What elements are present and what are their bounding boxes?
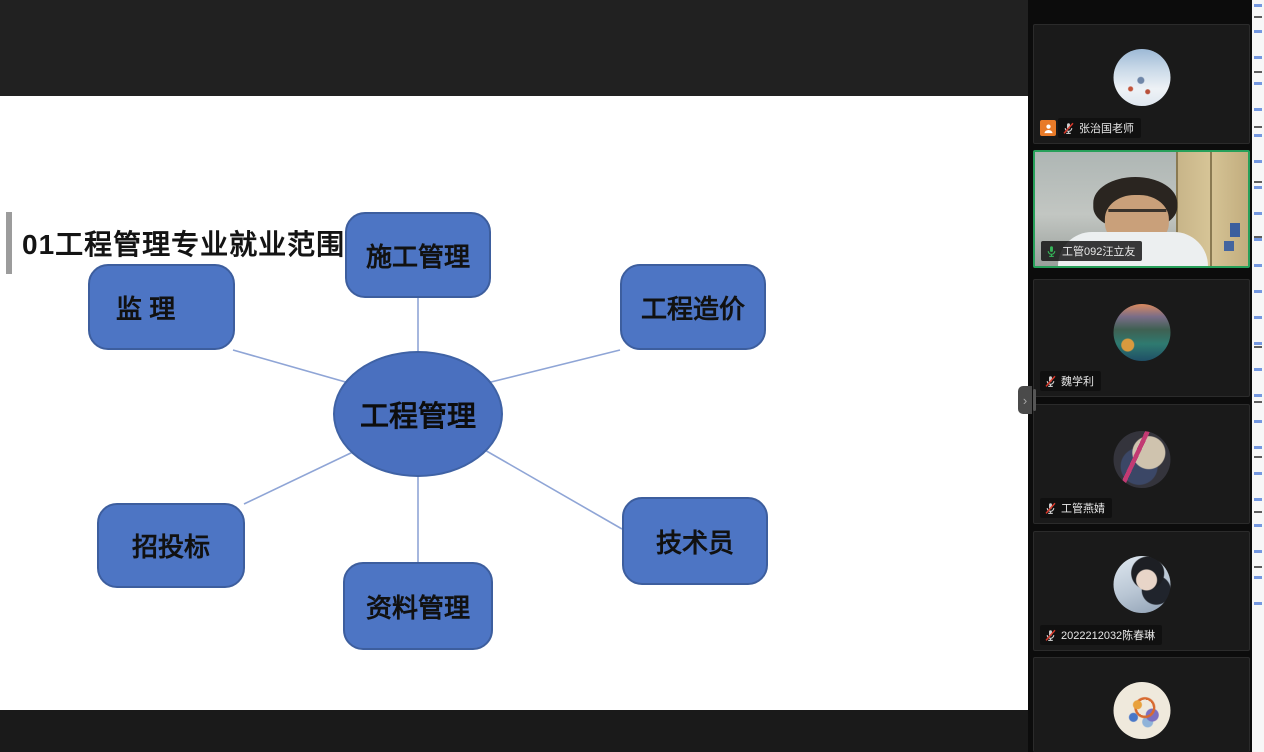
sidebar-handle-bar: [1033, 389, 1036, 411]
mic-on-icon: [1045, 245, 1058, 258]
participant-name: 魏学利: [1061, 376, 1094, 388]
participant-tile[interactable]: 张治国老师: [1033, 24, 1250, 144]
sidebar-collapse-handle[interactable]: ›: [1018, 386, 1032, 414]
wall-item: [1224, 240, 1234, 251]
participant-tile[interactable]: 工管燕婧: [1033, 404, 1250, 524]
participants-sidebar: 张治国老师 工管092汪立友: [1028, 0, 1252, 752]
connector-right-upper: [486, 349, 621, 384]
title-left-bar: [6, 212, 12, 274]
diagram-node-engineering-cost: 工程造价: [620, 264, 766, 350]
participant-tile[interactable]: 魏学利: [1033, 279, 1250, 397]
participant-tile-active-video[interactable]: 工管092汪立友: [1033, 150, 1250, 268]
avatar-mountain-lake: [1113, 304, 1170, 361]
avatar-colorful-doodle: [1113, 682, 1170, 739]
participant-label: 2022212032陈春琳: [1040, 625, 1163, 645]
connector-right-lower: [482, 448, 623, 530]
mic-muted-icon: [1044, 375, 1057, 388]
participant-label: 工管092汪立友: [1041, 241, 1143, 261]
host-person-badge: [1040, 120, 1056, 136]
diagram-node-construction-management: 施工管理: [345, 212, 491, 298]
screen-share-stage: 01工程管理专业就业范围 施工管理 监 理 工程造价 招投标 技术员 资料管理 …: [0, 96, 1028, 752]
participant-name: 张治国老师: [1079, 123, 1134, 135]
diagram-node-document-management: 资料管理: [343, 562, 493, 650]
diagram-node-supervision: 监 理: [88, 264, 235, 350]
avatar-girl-photo: [1113, 556, 1170, 613]
wall-item: [1230, 222, 1240, 237]
diagram-node-bidding: 招投标: [97, 503, 245, 588]
mic-muted-icon: [1044, 502, 1057, 515]
participant-name: 工管燕婧: [1061, 503, 1105, 515]
diagram-center-node: 工程管理: [333, 351, 503, 477]
participant-label: 工管燕婧: [1040, 498, 1112, 518]
participant-tile[interactable]: [1033, 657, 1250, 752]
background-window-sliver: [1252, 0, 1264, 752]
connector-left-upper: [232, 349, 350, 384]
slide-title: 01工程管理专业就业范围: [22, 229, 346, 260]
participant-label: 魏学利: [1040, 371, 1101, 391]
avatar-anime-portrait: [1113, 431, 1170, 488]
diagram-connectors: [232, 298, 623, 562]
tiny-text-fragments: [1254, 4, 1262, 620]
mic-muted-icon: [1044, 629, 1057, 642]
stage-bottom-band: [0, 710, 1028, 752]
connector-left-lower: [243, 450, 356, 505]
participant-name: 工管092汪立友: [1062, 246, 1136, 258]
shared-slide: 01工程管理专业就业范围 施工管理 监 理 工程造价 招投标 技术员 资料管理 …: [0, 96, 1028, 710]
mic-muted-icon: [1062, 122, 1075, 135]
participant-tile[interactable]: 2022212032陈春琳: [1033, 531, 1250, 651]
participant-label: 张治国老师: [1040, 118, 1141, 138]
slide-title-block: 01工程管理专业就业范围: [6, 212, 362, 274]
chevron-right-icon: ›: [1022, 392, 1028, 408]
person-glasses: [1107, 209, 1166, 219]
diagram-node-technician: 技术员: [622, 497, 768, 585]
participant-name: 2022212032陈春琳: [1061, 630, 1156, 642]
avatar-snow-village: [1113, 49, 1170, 106]
